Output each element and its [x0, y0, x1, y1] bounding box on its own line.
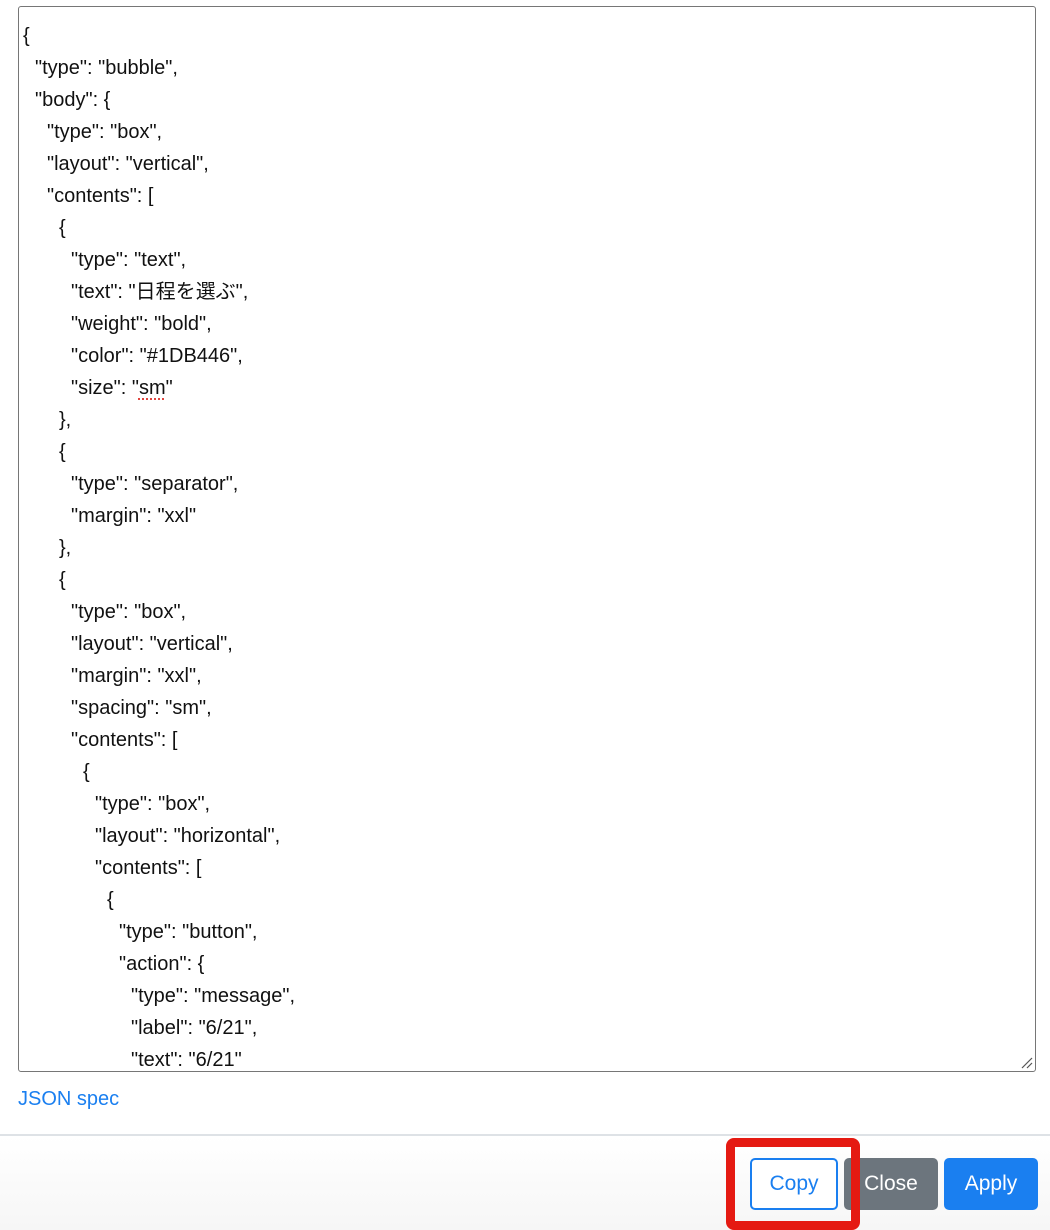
close-button[interactable]: Close: [844, 1158, 938, 1210]
code-line: {: [83, 761, 90, 783]
apply-button[interactable]: Apply: [944, 1158, 1038, 1210]
code-line: "action": {: [119, 953, 205, 975]
code-line: {: [59, 217, 66, 239]
code-line: "margin": "xxl": [71, 505, 197, 527]
code-line: "contents": [: [47, 185, 154, 207]
code-line: "margin": "xxl",: [71, 665, 202, 687]
code-line: "type": "box",: [47, 121, 163, 143]
code-line: },: [59, 409, 72, 431]
code-line: "type": "box",: [71, 601, 187, 623]
code-line: "text": "6/21": [131, 1049, 242, 1071]
json-editor-textarea[interactable]: {"type": "bubble","body": {"type": "box"…: [18, 6, 1036, 1072]
code-line: {: [59, 569, 66, 591]
code-line: "contents": [: [71, 729, 178, 751]
code-line: "layout": "horizontal",: [95, 825, 281, 847]
code-line: "label": "6/21",: [131, 1017, 258, 1039]
code-line: "weight": "bold",: [71, 313, 212, 335]
code-line: "layout": "vertical",: [71, 633, 233, 655]
code-line: "type": "button",: [119, 921, 258, 943]
code-line: {: [23, 25, 30, 47]
code-line: "contents": [: [95, 857, 202, 879]
modal-body: {"type": "bubble","body": {"type": "box"…: [18, 6, 1036, 1110]
code-line: "type": "separator",: [71, 473, 239, 495]
code-line: "color": "#1DB446",: [71, 345, 243, 367]
code-line: "type": "message",: [131, 985, 296, 1007]
code-line: "type": "text",: [71, 249, 187, 271]
code-line: "size": "sm": [71, 377, 173, 399]
code-line: {: [107, 889, 114, 911]
resize-handle-icon[interactable]: [1019, 1055, 1033, 1069]
code-line: "spacing": "sm",: [71, 697, 212, 719]
code-line: "type": "box",: [95, 793, 211, 815]
code-line: "text": "日程を選ぶ",: [71, 281, 249, 303]
json-spec-link[interactable]: JSON spec: [18, 1088, 120, 1110]
code-line: },: [59, 537, 72, 559]
code-line: "layout": "vertical",: [47, 153, 209, 175]
code-line: "body": {: [35, 89, 111, 111]
copy-button[interactable]: Copy: [750, 1158, 838, 1210]
json-code[interactable]: {"type": "bubble","body": {"type": "box"…: [23, 20, 1035, 1071]
code-line: "type": "bubble",: [35, 57, 178, 79]
code-line: {: [59, 441, 66, 463]
